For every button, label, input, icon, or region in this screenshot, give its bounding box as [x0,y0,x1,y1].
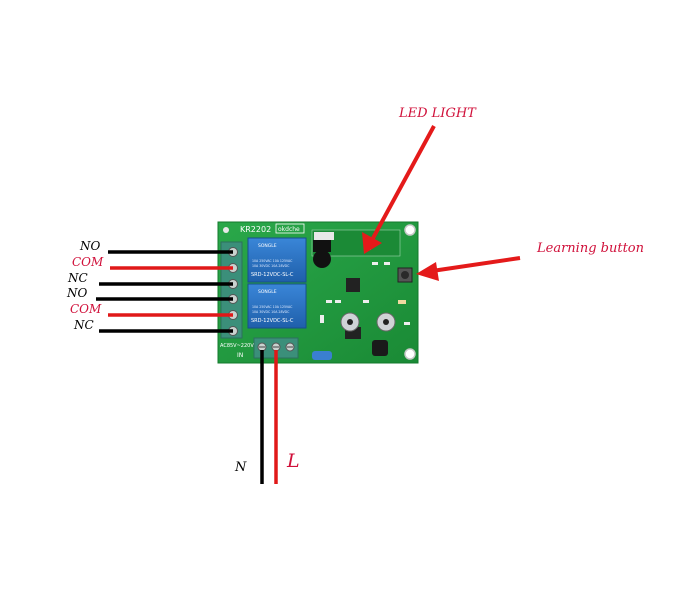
relay-1-brand: SONGLE [258,243,277,249]
callout-led-label: LED LIGHT [398,106,477,121]
callout-learn-arrow [416,256,521,281]
terminal-label-3: NC [67,271,88,285]
board-brand-label: okdche [278,226,300,233]
mount-hole [223,227,229,233]
input-wires [260,350,278,484]
input-label-n: N [234,460,247,475]
input-label-l: L [286,450,300,472]
varistor [312,351,332,360]
ic-chip [346,278,360,292]
callout-led-arrow [362,125,436,254]
terminal-label-5: COM [70,302,102,316]
power-label: AC85V~220V [220,343,254,349]
relay-2-brand: SONGLE [258,289,277,295]
board-model-label: KR2202 [240,225,271,234]
relay-2: SONGLE 10A 250VAC 10A 125VAC 10A 30VDC 1… [247,283,307,329]
receiver-coil [314,232,334,240]
relay-2-rating-1: 10A 250VAC 10A 125VAC [252,305,293,309]
terminal-label-2: COM [72,255,104,269]
relay-2-rating-2: 10A 30VDC 10A 28VDC [252,310,290,314]
learning-button-cap[interactable] [401,271,409,279]
output-wires [96,250,233,333]
mount-hole [404,224,416,236]
terminal-label-1: NO [79,239,101,253]
output-terminal-block [220,241,243,339]
terminal-label-4: NO [66,286,88,300]
input-label: IN [237,352,243,359]
relay-1-rating-2: 10A 30VDC 10A 28VDC [252,264,290,268]
terminal-label-6: NC [73,318,94,332]
relay-1-rating-1: 10A 250VAC 10A 125VAC [252,259,293,263]
relay-1: SONGLE 10A 250VAC 10A 125VAC 10A 30VDC 1… [247,237,307,283]
inductor [372,340,388,356]
relay-1-model: SRD-12VDC-SL-C [251,272,294,278]
mount-hole [404,348,416,360]
callout-learn-label: Learning button [536,241,644,256]
input-terminal-block [253,337,299,359]
pcb-board: KR2202 okdche SONGLE 10A 250VAC 10A 125V… [217,221,419,364]
relay-2-model: SRD-12VDC-SL-C [251,318,294,324]
